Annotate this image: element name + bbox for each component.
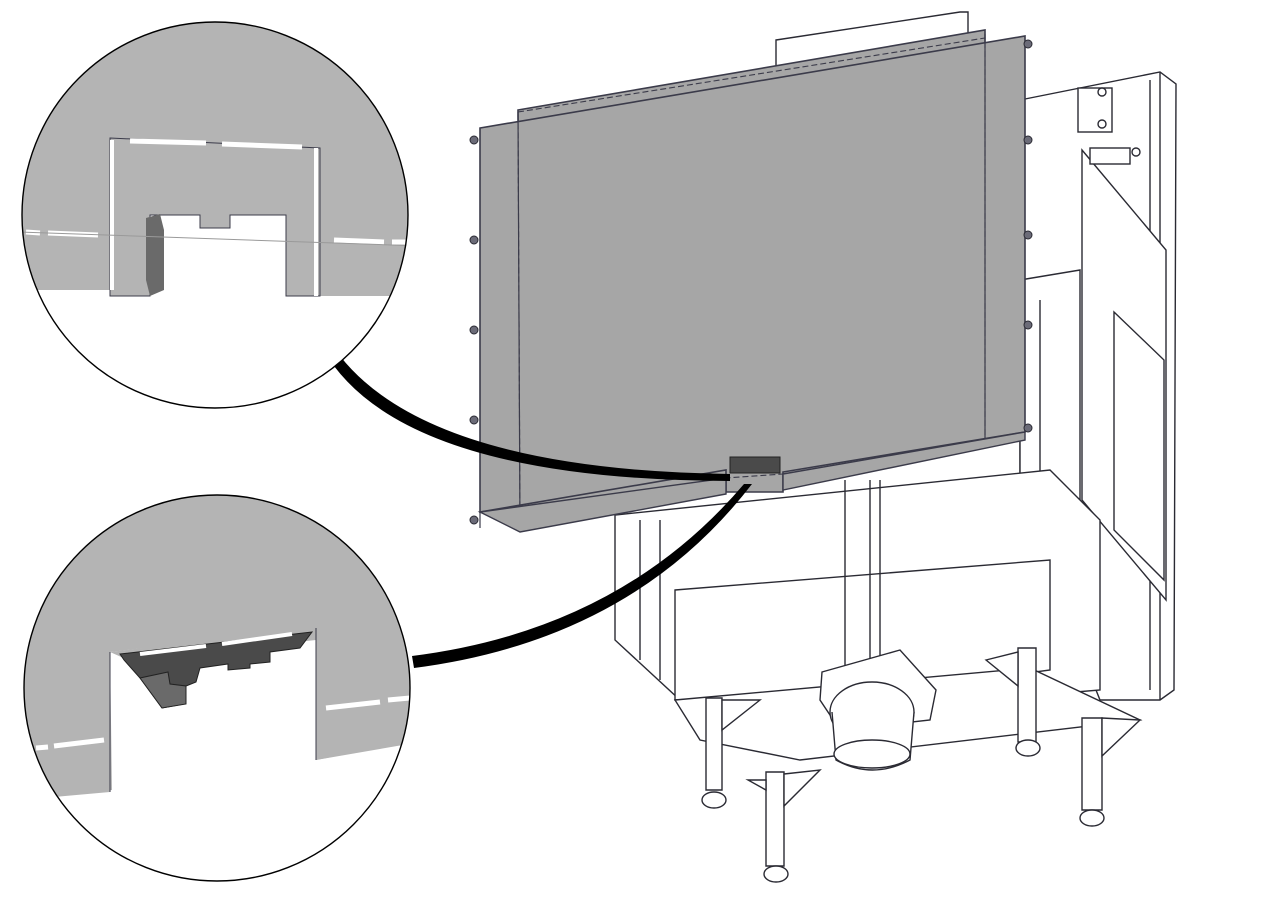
leader-top — [334, 356, 730, 481]
leg-rear-right — [984, 647, 1041, 757]
firebox-body — [614, 11, 1177, 761]
notch-clip — [729, 456, 781, 474]
air-inlet-duct — [819, 649, 937, 771]
front-panel — [479, 35, 1026, 513]
legs — [701, 647, 1142, 883]
mounting-bolts — [469, 39, 1033, 525]
leg-front-left — [701, 697, 763, 809]
clip-shadow — [146, 214, 164, 296]
bracket — [1077, 87, 1113, 133]
front-panel-assembly — [469, 29, 1033, 533]
detail-circle-bottom — [23, 494, 411, 882]
leg-front-right — [1079, 717, 1142, 827]
detail-circle-top — [21, 21, 409, 409]
leg-front-center — [745, 769, 822, 883]
